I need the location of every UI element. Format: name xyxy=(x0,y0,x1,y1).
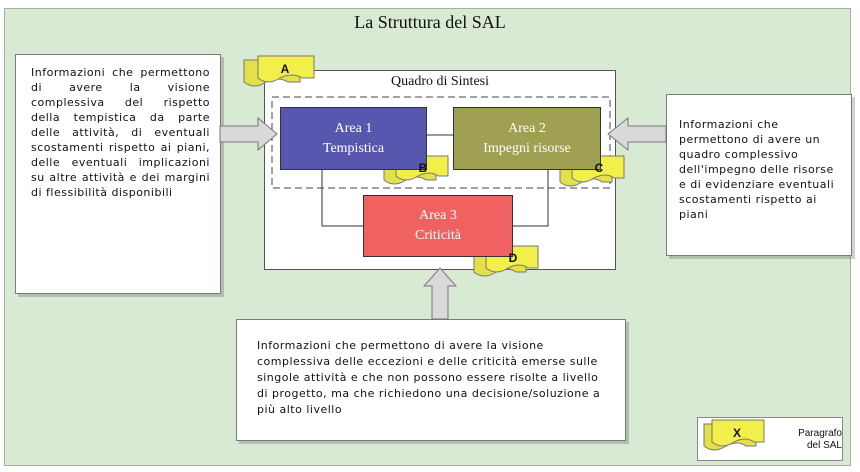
legend-label: Paragrafo del SAL xyxy=(770,428,842,452)
legend-label-line1: Paragrafo xyxy=(798,428,842,439)
area-1-tempistica: Area 1 Tempistica xyxy=(280,107,427,170)
info-box-criticita: Informazioni che permettono di avere la … xyxy=(236,319,626,441)
area-3-subtitle: Criticità xyxy=(415,228,461,243)
tag-b-letter: B xyxy=(418,161,428,175)
tag-a-icon xyxy=(243,55,315,87)
area-1-subtitle: Tempistica xyxy=(322,140,385,156)
connector-area1-area3 xyxy=(321,170,363,227)
info-box-tempistica: Informazioni che permettono di avere la … xyxy=(15,54,221,294)
quadro-title: Quadro di Sintesi xyxy=(391,74,489,89)
dashed-frame xyxy=(271,96,611,189)
area-1-title: Area 1 xyxy=(334,120,373,136)
area-2-impegni-risorse: Area 2 Impegni risorse xyxy=(453,107,601,170)
legend-tag-letter: X xyxy=(732,426,741,440)
arrow-up-icon xyxy=(422,267,458,320)
arrow-right-icon xyxy=(607,116,667,152)
tag-d-letter: D xyxy=(508,251,518,265)
arrow-left-icon xyxy=(219,116,278,152)
legend-tag-icon xyxy=(703,419,765,451)
area-3-title: Area 3 xyxy=(419,208,457,223)
legend-label-line2: del SAL xyxy=(806,440,842,451)
info-box-risorse: Informazioni che permettono di avere un … xyxy=(666,94,852,256)
tag-a-letter: A xyxy=(280,62,290,76)
area-2-subtitle: Impegni risorse xyxy=(483,140,571,156)
area-3-criticita: Area 3 Criticità xyxy=(363,195,513,257)
tag-c-letter: C xyxy=(594,161,604,175)
diagram-title: La Struttura del SAL xyxy=(354,12,506,32)
connector-area2-area3 xyxy=(513,170,549,227)
area-2-title: Area 2 xyxy=(508,120,546,136)
